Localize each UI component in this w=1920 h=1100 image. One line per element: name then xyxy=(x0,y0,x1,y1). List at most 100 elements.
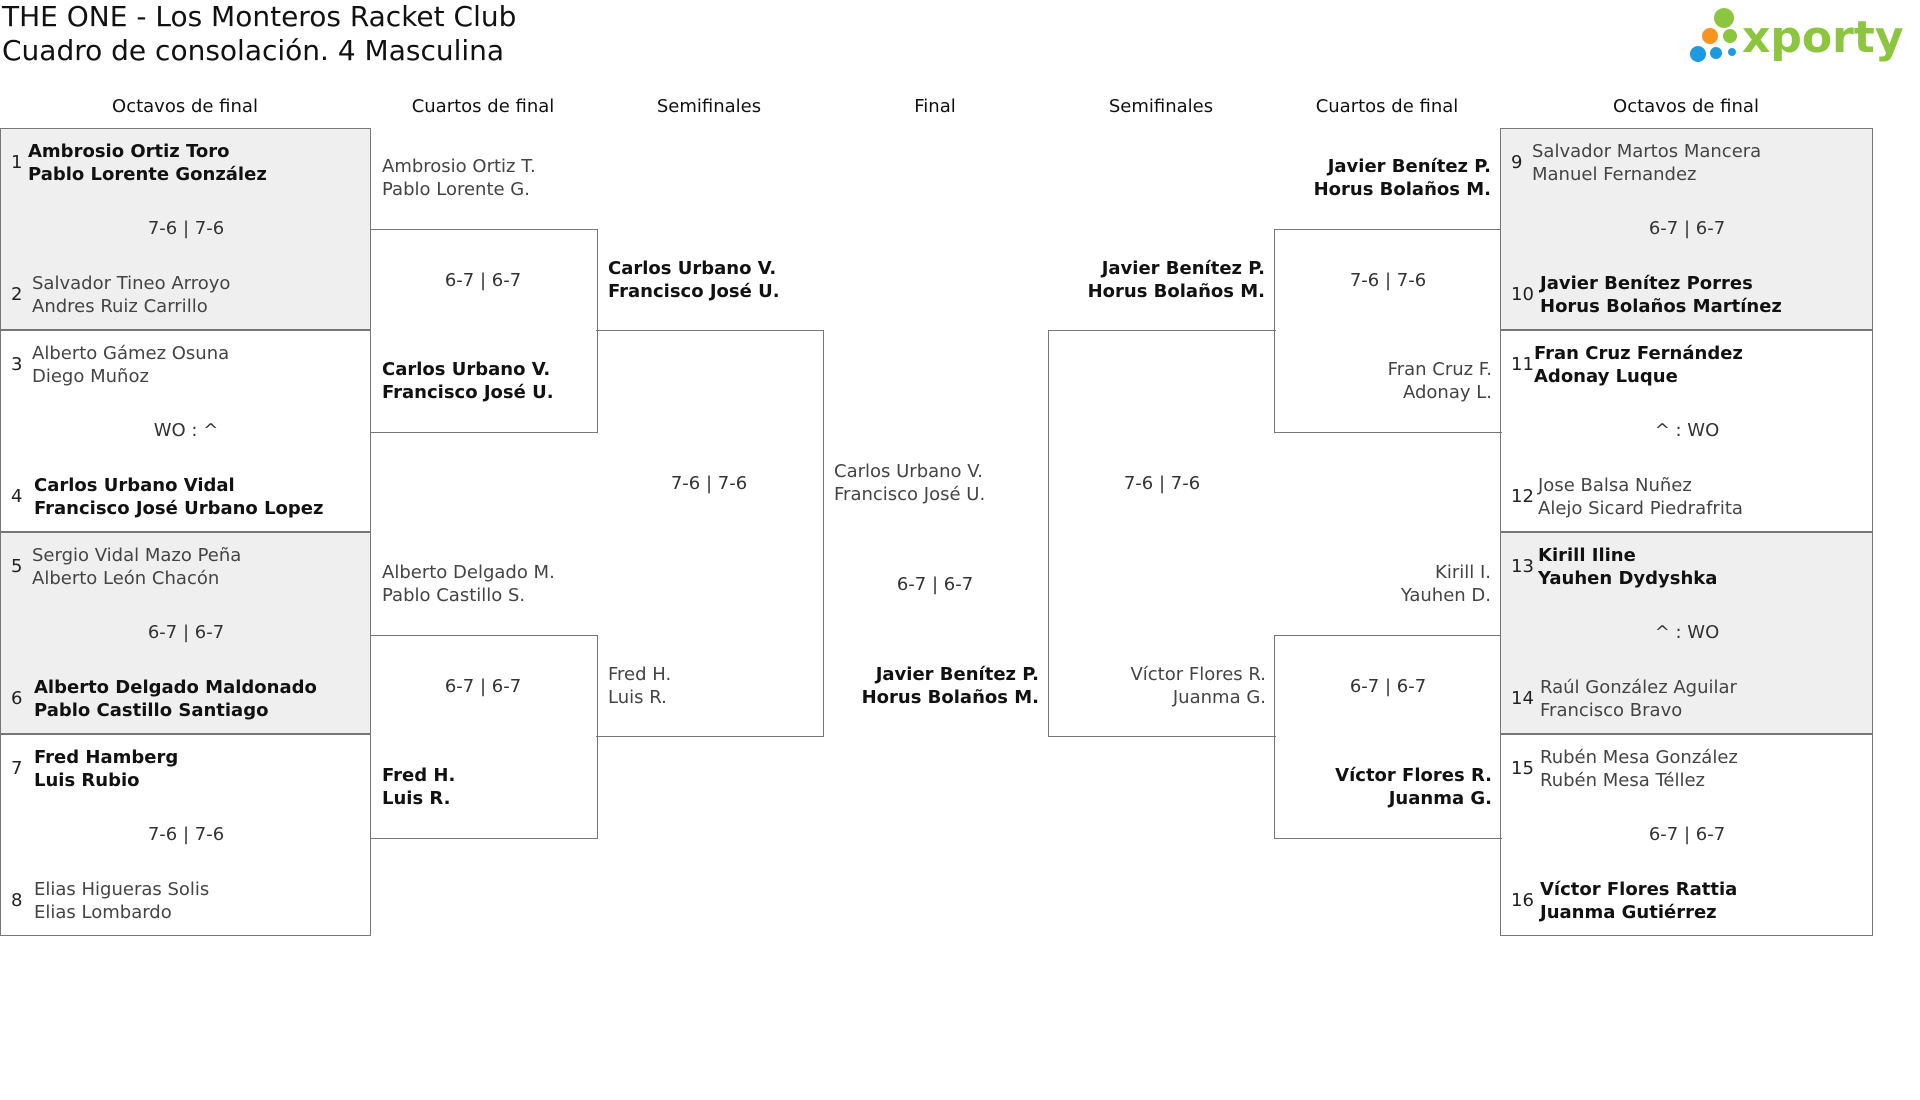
team-pair-winner[interactable]: Javier Benítez Porres Horus Bolaños Mart… xyxy=(1540,272,1782,318)
qf-left-match-2: 6-7 | 6-7 Fred H. Luis R. xyxy=(370,635,598,839)
sf-left-team-a[interactable]: Carlos Urbano V. Francisco José U. xyxy=(608,257,780,303)
seed-number: 9 xyxy=(1511,152,1523,173)
match-score: 6-7 | 6-7 xyxy=(1648,824,1726,845)
player-name: Yauhen Dydyshka xyxy=(1538,568,1718,589)
team-pair[interactable]: Raúl González Aguilar Francisco Bravo xyxy=(1540,676,1737,722)
qf-right-1-team-a[interactable]: Javier Benítez P. Horus Bolaños M. xyxy=(1274,155,1491,201)
team-pair-winner[interactable]: Kirill Iline Yauhen Dydyshka xyxy=(1538,544,1717,590)
player-name: Adonay L. xyxy=(1403,382,1492,403)
player-name: Víctor Flores R. xyxy=(1335,765,1492,786)
r16-left-match-1: 1 Ambrosio Ortiz Toro Pablo Lorente Gonz… xyxy=(0,128,371,330)
r16-left-match-2: 3 Alberto Gámez Osuna Diego Muñoz WO : ^… xyxy=(0,330,371,532)
team-pair[interactable]: Salvador Martos Mancera Manuel Fernandez xyxy=(1532,140,1761,186)
round-header-r16-left: Octavos de final xyxy=(112,96,258,117)
round-header-sf-left: Semifinales xyxy=(656,96,762,117)
team-pair-winner[interactable]: Víctor Flores Rattia Juanma Gutiérrez xyxy=(1540,878,1737,924)
seed-number: 1 xyxy=(11,152,23,173)
team-pair[interactable]: Elias Higueras Solis Elias Lombardo xyxy=(34,878,209,924)
qf-right-2-team-b[interactable]: Víctor Flores R. Juanma G. xyxy=(1275,764,1492,810)
team-pair[interactable]: Alberto Gámez Osuna Diego Muñoz xyxy=(32,342,229,388)
qf-left-1-team-a[interactable]: Ambrosio Ortiz T. Pablo Lorente G. xyxy=(382,155,536,201)
match-score: ^ : WO xyxy=(1654,622,1720,643)
sf-left-match: 7-6 | 7-6 Fred H. Luis R. xyxy=(596,330,824,737)
player-name: Francisco José U. xyxy=(834,484,986,505)
title-line-1: THE ONE - Los Monteros Racket Club xyxy=(2,0,517,33)
team-pair[interactable]: Salvador Tineo Arroyo Andres Ruiz Carril… xyxy=(32,272,230,318)
team-pair-winner[interactable]: Fred Hamberg Luis Rubio xyxy=(34,746,178,792)
team-pair[interactable]: Sergio Vidal Mazo Peña Alberto León Chac… xyxy=(32,544,241,590)
seed-number: 15 xyxy=(1511,758,1534,779)
sf-left-team-b[interactable]: Fred H. Luis R. xyxy=(608,663,671,709)
player-name: Raúl González Aguilar xyxy=(1540,677,1737,698)
seed-number: 4 xyxy=(11,486,23,507)
player-name: Francisco José U. xyxy=(382,382,554,403)
player-name: Pablo Castillo Santiago xyxy=(34,700,269,721)
seed-number: 2 xyxy=(11,284,23,305)
r16-right-match-4: 15 Rubén Mesa González Rubén Mesa Téllez… xyxy=(1500,734,1873,936)
player-name: Alberto Delgado Maldonado xyxy=(34,677,317,698)
player-name: Horus Bolaños M. xyxy=(1087,281,1265,302)
match-score: 7-6 | 7-6 xyxy=(147,218,225,239)
seed-number: 16 xyxy=(1511,890,1534,911)
qf-right-match-1: 7-6 | 7-6 Fran Cruz F. Adonay L. xyxy=(1274,229,1502,433)
team-pair-winner[interactable]: Fran Cruz Fernández Adonay Luque xyxy=(1534,342,1743,388)
qf-left-2-team-a[interactable]: Alberto Delgado M. Pablo Castillo S. xyxy=(382,561,555,607)
qf-right-1-team-b[interactable]: Fran Cruz F. Adonay L. xyxy=(1275,358,1492,404)
seed-number: 10 xyxy=(1511,284,1534,305)
seed-number: 11 xyxy=(1511,354,1534,375)
final-team-b[interactable]: Javier Benítez P. Horus Bolaños M. xyxy=(822,663,1039,709)
player-name: Pablo Lorente González xyxy=(28,164,267,185)
player-name: Juanma G. xyxy=(1172,687,1266,708)
match-score: 6-7 | 6-7 xyxy=(444,676,522,697)
player-name: Luis R. xyxy=(382,788,451,809)
team-pair[interactable]: Rubén Mesa González Rubén Mesa Téllez xyxy=(1540,746,1738,792)
r16-right-match-1: 9 Salvador Martos Mancera Manuel Fernand… xyxy=(1500,128,1873,330)
player-name: Fred H. xyxy=(608,664,672,685)
player-name: Alberto Delgado M. xyxy=(382,562,555,583)
player-name: Fran Cruz Fernández xyxy=(1534,343,1743,364)
player-name: Javier Benítez P. xyxy=(1101,258,1265,279)
player-name: Kirill I. xyxy=(1435,562,1491,583)
player-name: Elias Lombardo xyxy=(34,902,172,923)
round-header-qf-right: Cuartos de final xyxy=(1315,96,1459,117)
team-pair[interactable]: Jose Balsa Nuñez Alejo Sicard Piedrafrit… xyxy=(1538,474,1743,520)
player-name: Rubén Mesa Téllez xyxy=(1540,770,1706,791)
player-name: Fran Cruz F. xyxy=(1387,359,1492,380)
logo-text: xporty xyxy=(1742,12,1904,63)
player-name: Rubén Mesa González xyxy=(1540,747,1738,768)
player-name: Salvador Martos Mancera xyxy=(1532,141,1762,162)
sf-right-match: 7-6 | 7-6 Víctor Flores R. Juanma G. xyxy=(1048,330,1276,737)
player-name: Diego Muñoz xyxy=(32,366,149,387)
xporty-logo: xporty xyxy=(1690,6,1920,70)
player-name: Carlos Urbano Vidal xyxy=(34,475,235,496)
player-name: Manuel Fernandez xyxy=(1532,164,1697,185)
player-name: Alejo Sicard Piedrafrita xyxy=(1538,498,1743,519)
sf-right-team-a[interactable]: Javier Benítez P. Horus Bolaños M. xyxy=(1048,257,1265,303)
player-name: Alberto León Chacón xyxy=(32,568,220,589)
player-name: Javier Benítez Porres xyxy=(1540,273,1753,294)
title-line-2: Cuadro de consolación. 4 Masculina xyxy=(2,34,505,67)
final-score: 6-7 | 6-7 xyxy=(896,574,974,595)
team-pair-winner[interactable]: Alberto Delgado Maldonado Pablo Castillo… xyxy=(34,676,317,722)
player-name: Ambrosio Ortiz Toro xyxy=(28,141,230,162)
player-name: Horus Bolaños Martínez xyxy=(1540,296,1782,317)
team-pair-winner[interactable]: Carlos Urbano Vidal Francisco José Urban… xyxy=(34,474,323,520)
match-score: ^ : WO xyxy=(1654,420,1720,441)
r16-left-match-3: 5 Sergio Vidal Mazo Peña Alberto León Ch… xyxy=(0,532,371,734)
player-name: Carlos Urbano V. xyxy=(608,258,777,279)
final-team-a[interactable]: Carlos Urbano V. Francisco José U. xyxy=(834,460,985,506)
player-name: Ambrosio Ortiz T. xyxy=(382,156,536,177)
player-name: Francisco José Urbano Lopez xyxy=(34,498,324,519)
seed-number: 13 xyxy=(1511,556,1534,577)
sf-right-team-b[interactable]: Víctor Flores R. Juanma G. xyxy=(1049,663,1266,709)
qf-left-1-team-b[interactable]: Carlos Urbano V. Francisco José U. xyxy=(382,358,554,404)
seed-number: 8 xyxy=(11,890,23,911)
player-name: Francisco Bravo xyxy=(1540,700,1683,721)
player-name: Juanma G. xyxy=(1388,788,1492,809)
qf-left-2-team-b[interactable]: Fred H. Luis R. xyxy=(382,764,455,810)
round-header-qf-left: Cuartos de final xyxy=(411,96,555,117)
qf-left-match-1: 6-7 | 6-7 Carlos Urbano V. Francisco Jos… xyxy=(370,229,598,433)
qf-right-2-team-a[interactable]: Kirill I. Yauhen D. xyxy=(1274,561,1491,607)
team-pair-winner[interactable]: Ambrosio Ortiz Toro Pablo Lorente Gonzál… xyxy=(28,140,267,186)
round-header-final: Final xyxy=(914,96,956,117)
